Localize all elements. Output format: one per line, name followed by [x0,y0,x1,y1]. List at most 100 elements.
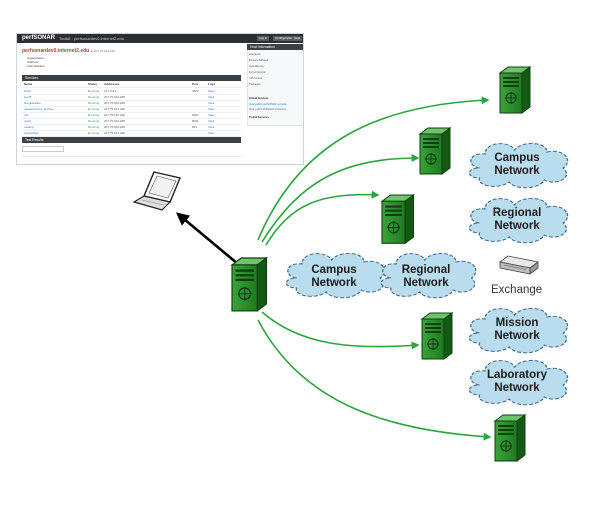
arrow-to-laptop [176,212,239,265]
perfsonar-logo: perfSONAR [22,35,56,41]
exchange-label: Exchange [491,284,543,296]
table-cell[interactable]: View [208,131,215,135]
server-tower-icon [421,312,453,360]
table-cell[interactable]: npad [24,119,31,123]
arrow-to-regional-server [265,190,380,246]
table-cell: 207.75.164.248 [104,95,125,99]
network-switch-icon [499,255,539,275]
table-cell: Running [88,125,100,129]
help-button[interactable]: Help [292,36,303,41]
server-tower-icon [381,194,415,244]
laptop-icon [132,171,181,211]
dashboard-header-text: Toolkit · perfsonardev0.internet2.edu [59,36,124,41]
divider [22,156,241,157]
cloud-label-line: Campus [311,264,357,276]
col-logs: Logs [208,82,216,86]
col-addresses: Addresses [104,82,120,86]
table-cell[interactable]: View [208,119,215,123]
table-cell[interactable]: View [208,125,215,129]
table-cell[interactable]: View [208,89,215,93]
table-cell[interactable]: owamp [24,125,34,129]
col-status: Status [88,82,98,86]
host-info-header: Host Information [247,44,303,50]
table-cell: 207.75.164.248 [104,119,125,123]
table-cell: 207.75.164.248 [104,107,125,111]
toolkit-services-title: Toolkit Services [249,116,269,119]
table-cell[interactable]: lsregistration [24,101,42,105]
table-cell: 861 [192,125,198,129]
host-info-item: Host Memory [249,65,265,68]
cloud-label-line: Network [311,277,357,289]
cloud-label-line: Regional [492,207,542,219]
table-cell[interactable]: View [208,107,215,111]
table-cell: 207.75.164.248 [104,113,125,117]
host-info-item: Kernel Version [249,71,266,74]
table-cell[interactable]: View [208,113,215,117]
table-row: measurement_archive Running 207.75.164.248… [22,106,241,113]
host-info-item: CPU Cores [249,77,263,80]
meta-address: Address: [27,60,39,64]
global-link-services[interactable]: View public perfSONAR services [249,103,287,106]
table-cell: Running [88,113,100,117]
cloud-label-line: Network [494,330,540,342]
cloud-label-line: Regional [401,264,451,276]
table-cell: 207.75.164.248 [104,125,125,129]
dashboard-topbar: perfSONAR Toolkit · perfsonardev0.intern… [17,34,303,43]
server-tower-icon [499,66,531,114]
table-cell[interactable]: ndt [24,113,29,117]
services-panel-header: Services [22,75,241,81]
host-info-item: Primary Address [249,59,269,62]
table-cell: Running [88,131,100,135]
test-results-search[interactable] [22,146,64,152]
arrow-to-upper-server [257,96,490,241]
table-cell[interactable]: measurement_archive [24,107,54,111]
cloud-label-line: Network [494,165,540,177]
table-cell[interactable]: pscheduler [24,131,39,135]
measurement-arrows [257,96,492,441]
global-services-title: Global Services [249,97,269,100]
cloud-label-line: Network [494,382,540,394]
table-cell[interactable]: View [208,95,215,99]
col-name: Name [24,82,33,86]
table-cell: 207.75.164.248 [104,131,125,135]
table-cell: Running [88,101,100,105]
arrow-to-lower-server [257,319,492,441]
login-button[interactable]: Log in [257,36,270,41]
cloud-label-line: Campus [494,152,540,164]
table-cell: Running [88,119,100,123]
cloud-label-line: Network [494,220,540,232]
table-cell[interactable]: iperf3 [24,95,32,99]
test-results-header: Test Results [22,137,241,143]
table-cell: Running [88,107,100,111]
meta-administrator: Administrator: [27,64,46,68]
services-header-row: Name Status Addresses Port Logs [22,81,241,88]
table-row: npad Running 207.75.164.248 8001 View [22,118,241,125]
arrow-to-mission-server [261,311,420,350]
table-cell[interactable]: bwctl [24,89,31,93]
meta-organization: Organization: [27,56,45,60]
table-cell: 3001 [192,113,199,117]
table-cell: Running [88,89,100,93]
table-row: pscheduler Running 207.75.164.248 View [22,130,241,137]
global-link-maddash[interactable]: View public MaDDash instances [249,108,287,111]
configuration-button[interactable]: Configuration [273,36,295,41]
col-port: Port [192,82,198,86]
table-row: ndt Running 207.75.164.248 3001 View [22,112,241,119]
table-cell: 8001 [192,119,199,123]
host-info-title: Host Information [250,45,275,49]
perfsonar-dashboard-screenshot: perfSONAR Toolkit · perfsonardev0.intern… [16,33,304,165]
host-title: perfsonardev0.internet2.edu at 207.75.16… [22,48,115,54]
table-row: owamp Running 207.75.164.248 861 View [22,124,241,131]
table-cell[interactable]: View [208,101,215,105]
cloud-label-line: Mission [495,317,539,329]
host-info-item: Interfaces [249,53,261,56]
